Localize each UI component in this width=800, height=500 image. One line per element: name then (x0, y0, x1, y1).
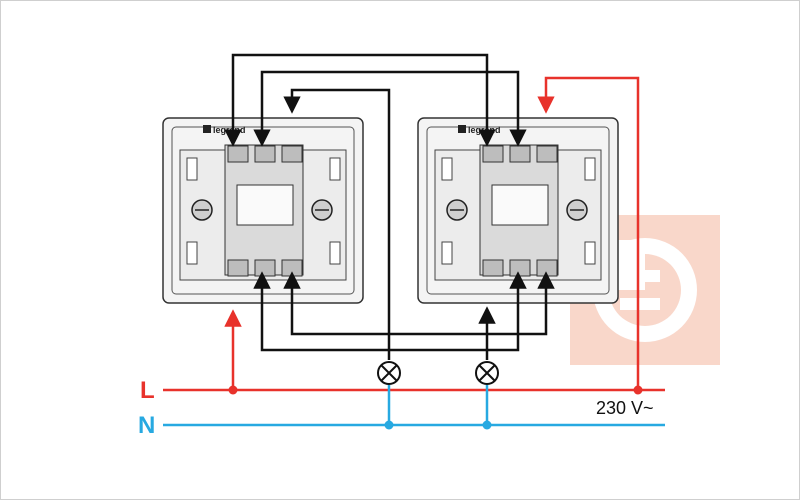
brand-label: legrand (468, 125, 501, 135)
bottom-wires (253, 271, 555, 360)
line-wires (163, 76, 665, 392)
neutral-junction (482, 420, 492, 430)
watermark-logo-icon (570, 215, 720, 365)
switch-left: legrand (162, 117, 364, 304)
neutral-wires (163, 385, 665, 427)
voltage-label: 230 V~ (596, 398, 654, 418)
line-label: L (140, 377, 155, 404)
neutral-label: N (138, 412, 155, 439)
lamp-icon (377, 361, 401, 385)
brand-label: legrand (213, 125, 246, 135)
switch-right: legrand (417, 117, 619, 304)
line-junction (228, 385, 238, 395)
line-junction (633, 385, 643, 395)
neutral-junction (384, 420, 394, 430)
top-wires (224, 53, 527, 360)
lamp-icon (475, 361, 499, 385)
